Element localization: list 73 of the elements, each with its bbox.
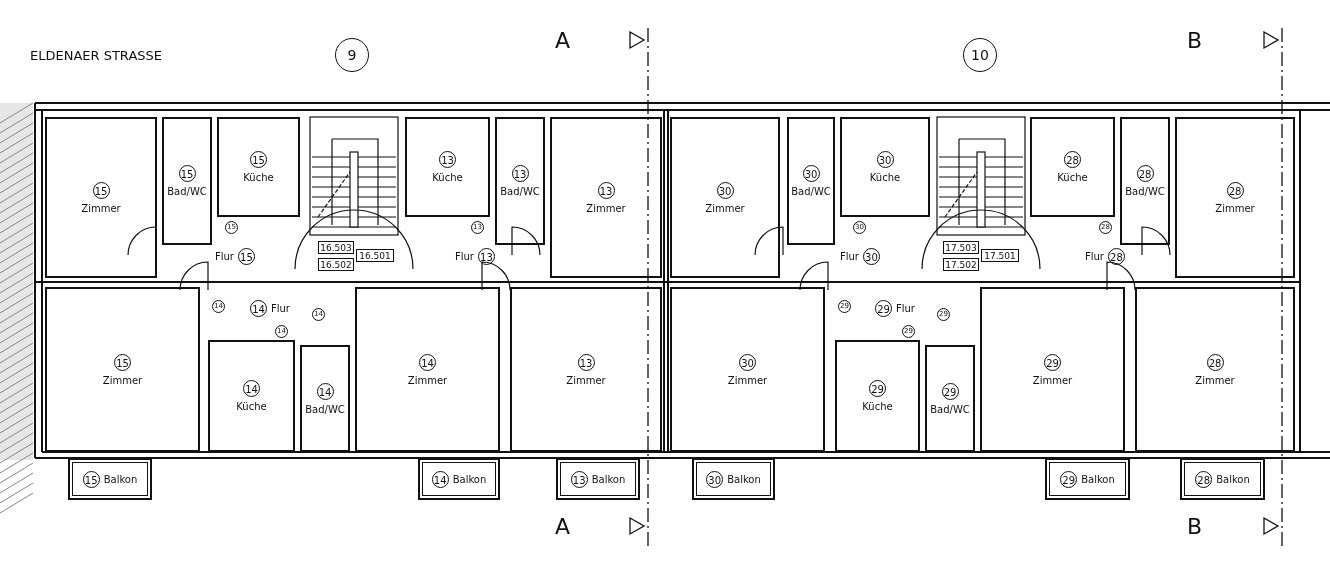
room-name: Flur <box>840 250 859 262</box>
balcony <box>68 458 152 500</box>
section-letter: A <box>555 28 571 53</box>
room-name: Balkon <box>452 473 487 485</box>
room <box>1175 117 1295 278</box>
room <box>45 117 157 278</box>
room <box>495 117 545 245</box>
room-name: Balkon <box>727 473 761 485</box>
room <box>300 345 350 452</box>
room <box>925 345 975 452</box>
room-name: Balkon <box>1216 473 1250 485</box>
room <box>670 287 825 452</box>
room-name: Küche <box>236 401 267 412</box>
room-name: Flur <box>215 250 234 262</box>
room-name: Zimmer <box>1215 202 1255 214</box>
balcony <box>1045 458 1130 500</box>
room <box>1030 117 1115 217</box>
room-name: Bad/WC <box>1125 186 1165 197</box>
room-name: Flur <box>271 302 290 314</box>
room-name: Zimmer <box>705 202 745 214</box>
room-name: Zimmer <box>407 374 448 386</box>
room-name: Flur <box>455 250 474 262</box>
room <box>1120 117 1170 245</box>
room-name: Zimmer <box>566 374 606 386</box>
room-name: Küche <box>1057 172 1088 183</box>
room <box>208 340 295 452</box>
room-name: Bad/WC <box>930 403 970 415</box>
section-letter: A <box>555 514 571 539</box>
room <box>1135 287 1295 452</box>
room-name: Küche <box>862 401 893 412</box>
room-name: Zimmer <box>1195 374 1235 386</box>
level-mark: 16.503 <box>318 241 354 254</box>
balcony <box>556 458 640 500</box>
level-mark: 17.501 <box>981 249 1019 262</box>
room <box>510 287 662 452</box>
room-name: Flur <box>1085 250 1104 262</box>
room-name: Küche <box>243 172 274 183</box>
room-name: Bad/WC <box>305 403 345 415</box>
room <box>550 117 662 278</box>
room <box>835 340 920 452</box>
room <box>670 117 780 278</box>
room <box>980 287 1125 452</box>
room-name: Zimmer <box>102 374 143 386</box>
room-name: Balkon <box>1081 473 1115 485</box>
balcony <box>692 458 775 500</box>
room-name: Balkon <box>591 473 626 485</box>
room <box>405 117 490 217</box>
balcony <box>1180 458 1265 500</box>
room <box>787 117 835 245</box>
room-name: Küche <box>869 172 901 183</box>
section-letter: B <box>1187 514 1203 539</box>
level-mark: 16.502 <box>318 258 354 271</box>
room <box>217 117 300 217</box>
room-name: Bad/WC <box>167 186 207 197</box>
room <box>162 117 212 245</box>
room-name: Flur <box>896 302 915 314</box>
room-name: Bad/WC <box>500 186 540 197</box>
room-name: Küche <box>432 172 463 183</box>
room <box>840 117 930 217</box>
level-mark: 17.502 <box>943 258 979 271</box>
room <box>45 287 200 452</box>
room-name: Bad/WC <box>791 186 831 197</box>
street-name: ELDENAER STRASSE <box>30 48 162 63</box>
room-name: Zimmer <box>727 374 768 386</box>
room-name: Zimmer <box>586 202 626 214</box>
level-mark: 16.501 <box>356 249 394 262</box>
room-name: Balkon <box>103 473 138 485</box>
section-letter: B <box>1187 28 1203 53</box>
balcony <box>418 458 500 500</box>
room-name: Zimmer <box>1032 374 1073 386</box>
room-name: Zimmer <box>81 202 121 214</box>
room <box>355 287 500 452</box>
level-mark: 17.503 <box>943 241 979 254</box>
